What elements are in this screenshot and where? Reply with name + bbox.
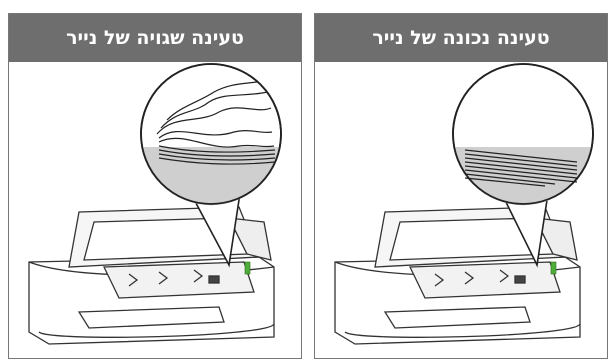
correct-loading-panel: טעינה נכונה של נייר — [314, 13, 608, 359]
incorrect-loading-illustration — [9, 62, 301, 358]
correct-loading-illustration — [315, 62, 607, 358]
correct-loading-title: טעינה נכונה של נייר — [315, 14, 607, 62]
incorrect-loading-panel: טעינה שגויה של נייר — [8, 13, 302, 359]
incorrect-loading-title: טעינה שגויה של נייר — [9, 14, 301, 62]
paper-tray-illustration — [29, 207, 274, 344]
green-guide-marker — [245, 262, 250, 274]
green-guide-marker — [551, 262, 556, 274]
